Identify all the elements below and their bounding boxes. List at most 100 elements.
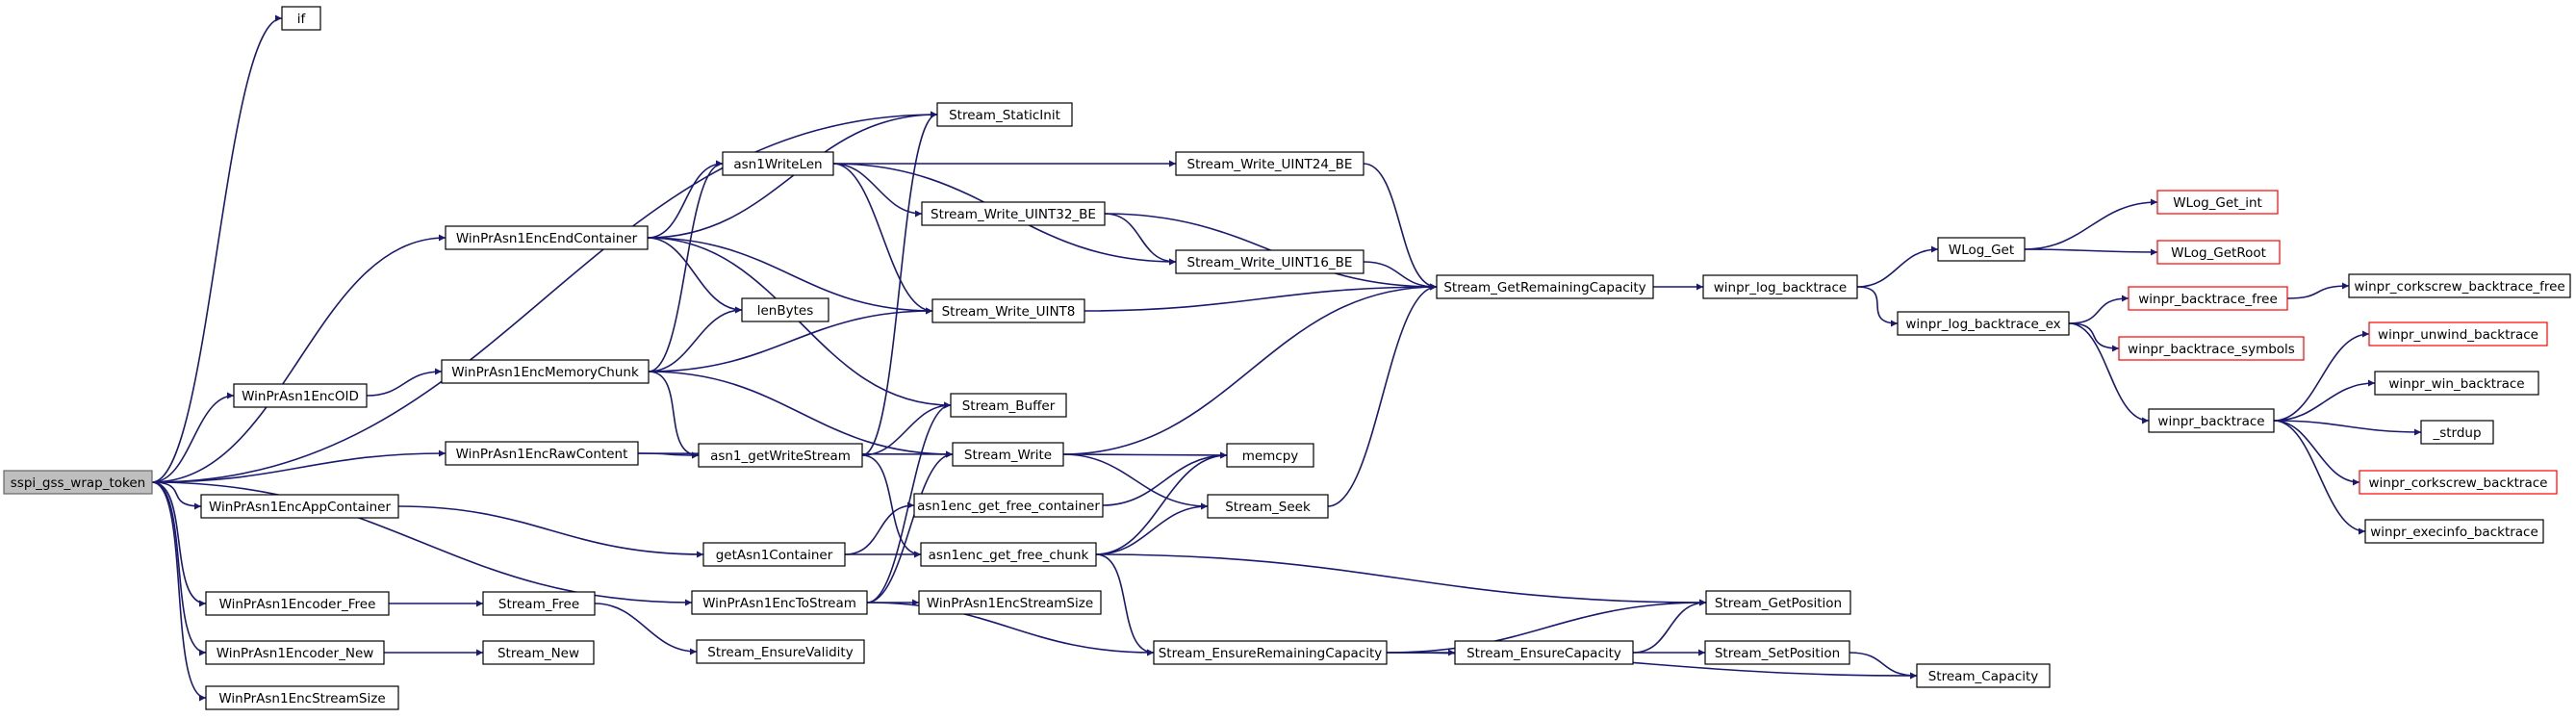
node-wlogget[interactable]: WLog_Get [1937, 237, 2026, 262]
node-unwind[interactable]: winpr_unwind_backtrace [2368, 321, 2548, 347]
node-box-uint32 [921, 201, 1106, 226]
edge-getcontainer-to-freecontainer [844, 501, 915, 555]
node-corkfree[interactable]: winpr_corkscrew_backtrace_free [2348, 273, 2571, 298]
node-logbtex[interactable]: winpr_log_backtrace_ex [1897, 311, 2070, 336]
edge-enccontainer-to-lenbytes [647, 237, 743, 314]
node-uint32[interactable]: Stream_Write_UINT32_BE [921, 201, 1106, 226]
node-getcontainer[interactable]: getAsn1Container [702, 542, 846, 567]
node-uint16[interactable]: Stream_Write_UINT16_BE [1175, 249, 1365, 274]
node-box-encapp [200, 494, 399, 519]
node-getposition[interactable]: Stream_GetPosition [1705, 590, 1851, 615]
node-execinfo[interactable]: winpr_execinfo_backtrace [2364, 519, 2544, 544]
edge-root-to-encnew [151, 481, 207, 656]
node-label-winprbt: winpr_backtrace [2157, 414, 2264, 429]
node-box-ensurevalidity [696, 639, 865, 664]
node-box-winprbt [2148, 408, 2275, 433]
node-label-encmem: WinPrAsn1EncMemoryChunk [451, 365, 639, 380]
edge-enctostream-to-write [866, 450, 954, 603]
node-btfree[interactable]: winpr_backtrace_free [2128, 286, 2288, 311]
edge-freechunk-to-seek [1095, 502, 1209, 555]
node-encapp[interactable]: WinPrAsn1EncAppContainer [200, 494, 399, 519]
node-box-logbt [1702, 274, 1858, 299]
edge-asn1writelen-to-uint32 [832, 163, 923, 218]
node-box-wloggetroot [2156, 240, 2281, 265]
edge-winprbt-to-corkbt [2273, 420, 2360, 486]
node-getremaining[interactable]: Stream_GetRemainingCapacity [1436, 274, 1654, 299]
node-wloggetroot[interactable]: WLog_GetRoot [2156, 240, 2281, 265]
node-label-wloggetroot: WLog_GetRoot [2171, 245, 2266, 261]
node-streamfree[interactable]: Stream_Free [482, 591, 596, 616]
node-box-uint16 [1175, 249, 1365, 274]
node-box-encraw [445, 441, 639, 466]
node-enctostream[interactable]: WinPrAsn1EncToStream [691, 590, 868, 615]
node-seek[interactable]: Stream_Seek [1207, 494, 1329, 519]
node-encoid[interactable]: WinPrAsn1EncOID [233, 383, 368, 408]
edge-asn1writelen-to-uint8 [832, 163, 933, 315]
node-enccontainer[interactable]: WinPrAsn1EncEndContainer [445, 225, 649, 250]
node-label-asn1writelen: asn1WriteLen [733, 157, 822, 172]
edge-enccontainer-to-asn1writelen [647, 160, 724, 239]
node-box-enctostream [691, 590, 868, 615]
node-box-encsize2 [918, 590, 1102, 615]
node-if[interactable]: if [281, 6, 321, 31]
edge-layer [151, 14, 2422, 702]
node-wloggetint[interactable]: WLog_Get_int [2156, 190, 2279, 215]
edge-encmem-to-uint8 [648, 307, 933, 372]
node-uint24[interactable]: Stream_Write_UINT24_BE [1175, 151, 1365, 176]
node-buffer[interactable]: Stream_Buffer [950, 393, 1067, 418]
node-label-lenbytes: lenBytes [757, 303, 814, 319]
node-ensureremaining[interactable]: Stream_EnsureRemainingCapacity [1153, 640, 1388, 665]
node-setposition[interactable]: Stream_SetPosition [1704, 640, 1850, 665]
node-label-encnew: WinPrAsn1Encoder_New [217, 646, 374, 661]
node-box-buffer [950, 393, 1067, 418]
node-logbt[interactable]: winpr_log_backtrace [1702, 274, 1858, 299]
node-layer: sspi_gss_wrap_token ifStream_StaticInitas… [3, 6, 2571, 710]
node-label-uint24: Stream_Write_UINT24_BE [1187, 157, 1353, 172]
node-box-encsize1 [205, 685, 399, 710]
node-ensurevalidity[interactable]: Stream_EnsureValidity [696, 639, 865, 664]
node-freechunk[interactable]: asn1enc_get_free_chunk [920, 542, 1097, 567]
node-memcpy[interactable]: memcpy [1226, 443, 1314, 468]
node-encfree[interactable]: WinPrAsn1Encoder_Free [205, 591, 390, 616]
node-capacity[interactable]: Stream_Capacity [1916, 663, 2051, 688]
edge-enctostream-to-ensureremaining [866, 602, 1155, 656]
edge-freecontainer-to-memcpy [1102, 451, 1228, 506]
node-label-capacity: Stream_Capacity [1928, 669, 2039, 684]
node-label-uint32: Stream_Write_UINT32_BE [931, 207, 1096, 222]
node-staticinit[interactable]: Stream_StaticInit [936, 102, 1073, 127]
node-label-buffer: Stream_Buffer [962, 398, 1056, 414]
node-winprbt[interactable]: winpr_backtrace [2148, 408, 2275, 433]
node-lenbytes[interactable]: lenBytes [741, 297, 829, 322]
edge-uint8-to-getremaining [1084, 283, 1438, 312]
node-label-logbt: winpr_log_backtrace [1714, 280, 1847, 295]
node-box-strdup [2420, 420, 2494, 445]
edge-winprbt-to-strdup [2273, 420, 2422, 436]
node-asn1writelen[interactable]: asn1WriteLen [722, 151, 834, 176]
node-ensurecap[interactable]: Stream_EnsureCapacity [1454, 640, 1634, 665]
node-encsize1[interactable]: WinPrAsn1EncStreamSize [205, 685, 399, 710]
node-corkbt[interactable]: winpr_corkscrew_backtrace [2359, 470, 2558, 495]
node-root[interactable]: sspi_gss_wrap_token [3, 470, 153, 495]
node-label-strdup: _strdup [2432, 425, 2481, 441]
node-encmem[interactable]: WinPrAsn1EncMemoryChunk [441, 359, 650, 384]
node-label-ensureremaining: Stream_EnsureRemainingCapacity [1159, 646, 1383, 661]
node-getwritestream[interactable]: asn1_getWriteStream [698, 443, 863, 468]
node-encraw[interactable]: WinPrAsn1EncRawContent [445, 441, 639, 466]
node-box-freechunk [920, 542, 1097, 567]
node-label-staticinit: Stream_StaticInit [949, 108, 1060, 123]
node-encnew[interactable]: WinPrAsn1Encoder_New [205, 640, 385, 665]
node-label-if: if [297, 12, 307, 27]
node-box-encoid [233, 383, 368, 408]
edge-root-to-if [151, 14, 283, 483]
node-box-logbtex [1897, 311, 2070, 336]
node-streamnew[interactable]: Stream_New [482, 640, 595, 665]
node-strdup[interactable]: _strdup [2420, 420, 2494, 445]
node-write[interactable]: Stream_Write [952, 442, 1064, 467]
node-uint8[interactable]: Stream_Write_UINT8 [931, 298, 1085, 323]
node-box-uint8 [931, 298, 1085, 323]
node-btsymbols[interactable]: winpr_backtrace_symbols [2118, 336, 2305, 361]
node-winbt[interactable]: winpr_win_backtrace [2374, 371, 2539, 396]
node-freecontainer[interactable]: asn1enc_get_free_container [913, 493, 1104, 518]
node-encsize2[interactable]: WinPrAsn1EncStreamSize [918, 590, 1102, 615]
node-label-streamfree: Stream_Free [498, 597, 579, 612]
